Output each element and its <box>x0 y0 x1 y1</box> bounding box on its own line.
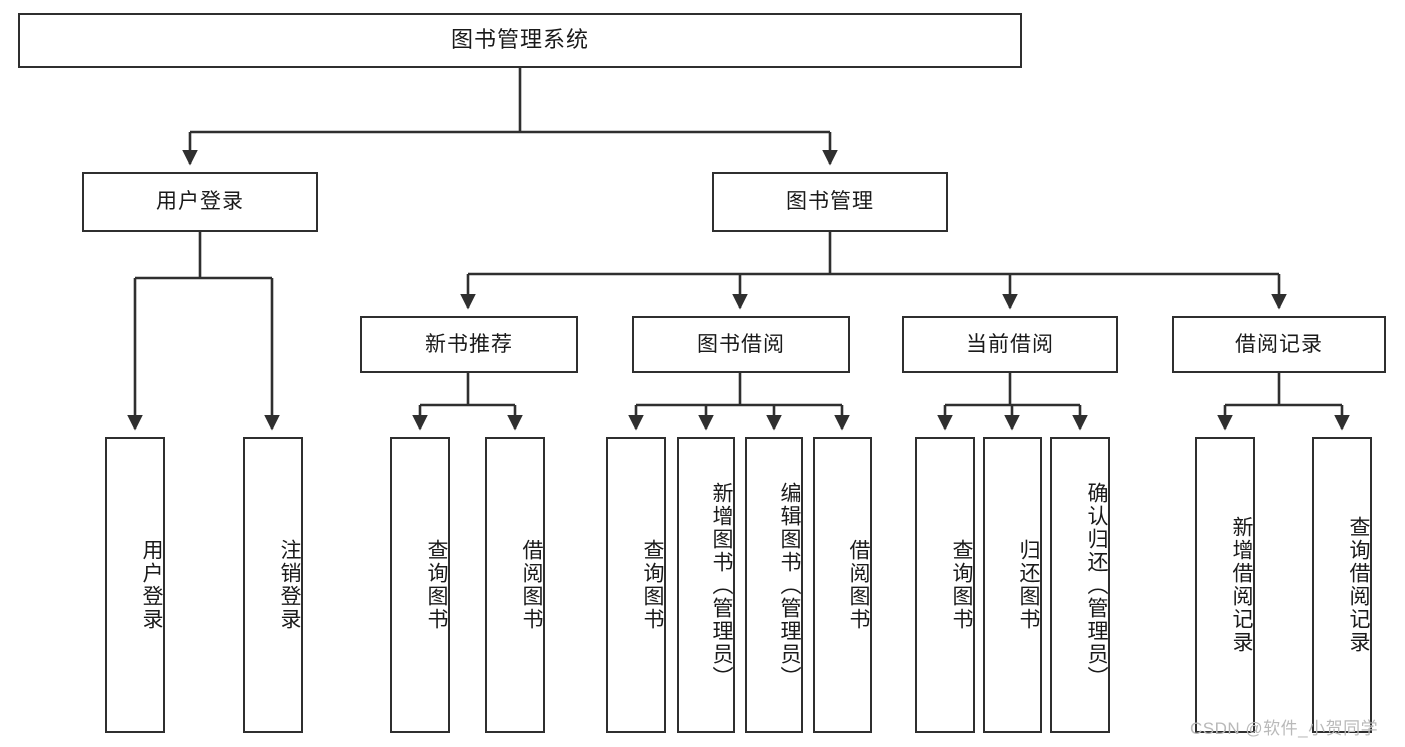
leaf-borrow-record-add[interactable]: 新增借阅记录 <box>1195 437 1255 733</box>
csdn-watermark: CSDN @软件_小贺同学 <box>1190 719 1379 738</box>
node-book-management[interactable]: 图书管理 <box>712 172 948 232</box>
leaf-current-borrow-return[interactable]: 归还图书 <box>983 437 1042 733</box>
node-new-book-recommendation[interactable]: 新书推荐 <box>360 316 578 373</box>
node-borrow-records[interactable]: 借阅记录 <box>1172 316 1386 373</box>
node-book-borrowing[interactable]: 图书借阅 <box>632 316 850 373</box>
leaf-book-borrow-add[interactable]: 新增图书（管理员） <box>677 437 735 733</box>
leaf-new-book-borrow[interactable]: 借阅图书 <box>485 437 545 733</box>
leaf-book-borrow-query[interactable]: 查询图书 <box>606 437 666 733</box>
leaf-new-book-query[interactable]: 查询图书 <box>390 437 450 733</box>
leaf-book-borrow-borrow[interactable]: 借阅图书 <box>813 437 872 733</box>
node-user-login[interactable]: 用户登录 <box>82 172 318 232</box>
leaf-current-borrow-query[interactable]: 查询图书 <box>915 437 975 733</box>
leaf-user-login-login[interactable]: 用户登录 <box>105 437 165 733</box>
leaf-borrow-record-query[interactable]: 查询借阅记录 <box>1312 437 1372 733</box>
node-current-borrowing[interactable]: 当前借阅 <box>902 316 1118 373</box>
node-root-system[interactable]: 图书管理系统 <box>18 13 1022 68</box>
leaf-current-borrow-confirm-return[interactable]: 确认归还（管理员） <box>1050 437 1110 733</box>
leaf-book-borrow-edit[interactable]: 编辑图书（管理员） <box>745 437 803 733</box>
leaf-user-login-logout[interactable]: 注销登录 <box>243 437 303 733</box>
